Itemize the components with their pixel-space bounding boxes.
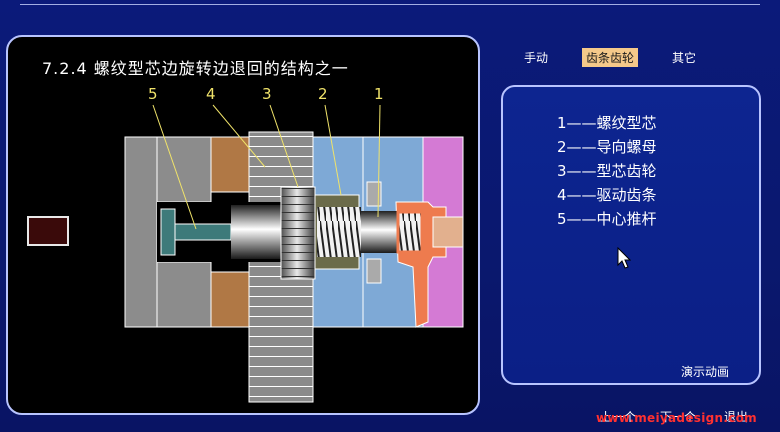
label-2: 2 xyxy=(318,85,328,103)
parts-legend: 1——螺纹型芯 2——导向螺母 3——型芯齿轮 4——驱动齿条 5——中心推杆 xyxy=(557,111,657,231)
legend-item: 5——中心推杆 xyxy=(557,210,657,228)
mold-cross-section-diagram xyxy=(124,104,464,403)
label-4: 4 xyxy=(206,85,216,103)
play-animation-button[interactable]: 演示动画 xyxy=(681,365,730,379)
diagram-panel: 7.2.4 螺纹型芯边旋转边退回的结构之一 5 4 3 2 1 xyxy=(6,35,480,415)
top-rule xyxy=(20,4,760,5)
panel-title: 7.2.4 螺纹型芯边旋转边退回的结构之一 xyxy=(42,59,349,78)
tab-manual[interactable]: 手动 xyxy=(524,51,549,65)
legend-item: 2——导向螺母 xyxy=(557,138,657,156)
legend-item: 1——螺纹型芯 xyxy=(557,114,657,132)
tab-rack-gear[interactable]: 齿条齿轮 xyxy=(582,48,639,67)
mode-tabs: 手动 齿条齿轮 其它 xyxy=(516,48,716,68)
legend-panel: 1——螺纹型芯 2——导向螺母 3——型芯齿轮 4——驱动齿条 5——中心推杆 … xyxy=(501,85,761,385)
tab-other[interactable]: 其它 xyxy=(672,51,697,65)
prev-button[interactable]: 上一个 xyxy=(600,410,637,424)
next-button[interactable]: 下一个 xyxy=(660,410,697,424)
label-5: 5 xyxy=(148,85,158,103)
legend-item: 4——驱动齿条 xyxy=(557,186,657,204)
watermark-text: www.meiyadesign.com xyxy=(596,411,757,425)
label-3: 3 xyxy=(262,85,272,103)
legend-item: 3——型芯齿轮 xyxy=(557,162,657,180)
mouse-pointer-icon xyxy=(617,247,631,269)
exit-button[interactable]: 退出 xyxy=(724,410,749,424)
side-indicator-block xyxy=(27,216,69,246)
label-1: 1 xyxy=(374,85,384,103)
